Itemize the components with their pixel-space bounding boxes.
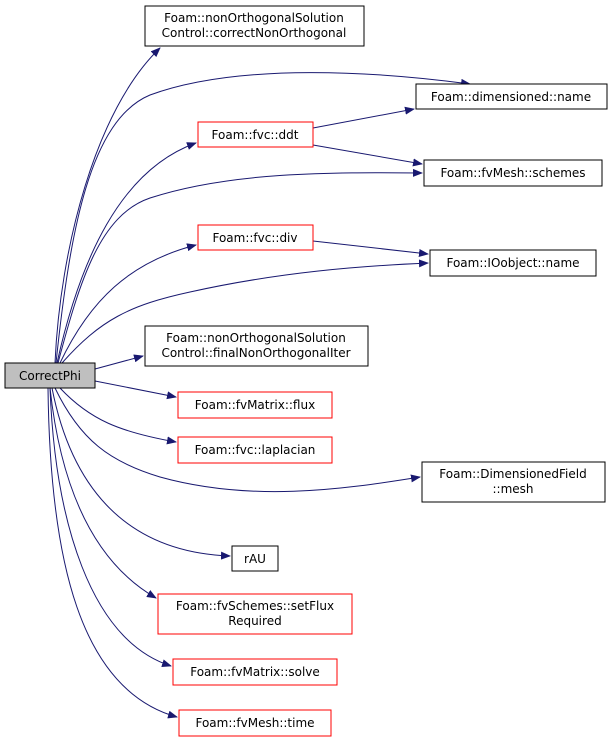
edge-correctphi-fvmesh-time	[47, 387, 178, 719]
node-label: Control::correctNonOrthogonal	[162, 26, 347, 40]
node-correct-non-orthogonal[interactable]: Foam::nonOrthogonalSolution Control::cor…	[144, 5, 365, 47]
node-fvmatrix-solve[interactable]: Foam::fvMatrix::solve	[172, 658, 338, 686]
node-label: rAU	[244, 552, 266, 566]
node-label: Foam::nonOrthogonalSolution	[166, 331, 346, 345]
node-fvc-div[interactable]: Foam::fvc::div	[197, 224, 314, 251]
edge-correctphi-setfluxrequired	[49, 387, 157, 599]
node-dimensioned-name[interactable]: Foam::dimensioned::name	[415, 83, 608, 110]
edge-correctphi-fvmesh-schemes	[57, 168, 423, 364]
node-dimensionedfield-mesh[interactable]: Foam::DimensionedField ::mesh	[421, 461, 606, 503]
edge-correctphi-dimensioned-name	[55, 72, 471, 364]
node-label: Foam::fvSchemes::setFlux	[176, 599, 334, 613]
node-label: Foam::dimensioned::name	[431, 90, 591, 104]
edge-correctphi-fvc-laplacian	[59, 387, 177, 445]
edge-ddt-fvmesh-schemes	[312, 144, 423, 167]
node-label: Foam::fvMatrix::flux	[195, 398, 315, 412]
node-label: Required	[228, 614, 281, 628]
edge-correctphi-fvc-ddt	[56, 142, 197, 364]
node-label: Foam::nonOrthogonalSolution	[164, 11, 344, 25]
node-label: Control::finalNonOrthogonalIter	[161, 346, 350, 360]
node-fvmesh-schemes[interactable]: Foam::fvMesh::schemes	[423, 159, 603, 187]
node-label: ::mesh	[492, 482, 533, 496]
node-label: Foam::fvMatrix::solve	[190, 665, 320, 679]
edge-correctphi-rau	[51, 387, 231, 560]
edge-ddt-dimensioned-name	[312, 106, 415, 129]
edges	[47, 47, 471, 719]
node-set-flux-required[interactable]: Foam::fvSchemes::setFlux Required	[157, 593, 353, 635]
node-label: Foam::fvc::ddt	[212, 128, 299, 142]
edge-correctphi-fvmatrix-solve	[49, 387, 172, 668]
edge-correctphi-fvc-div	[59, 243, 197, 364]
node-fvmesh-time[interactable]: Foam::fvMesh::time	[178, 709, 332, 737]
node-label: Foam::fvMesh::schemes	[440, 166, 585, 180]
edge-correctphi-correctnonorthogonal	[54, 47, 161, 364]
node-final-non-orthogonal-iter[interactable]: Foam::nonOrthogonalSolution Control::fin…	[144, 325, 369, 367]
node-fvmatrix-flux[interactable]: Foam::fvMatrix::flux	[177, 391, 333, 419]
edge-correctphi-dimensionedfield-mesh	[54, 387, 421, 493]
edge-div-ioobject-name	[312, 240, 429, 257]
node-label: Foam::fvc::laplacian	[195, 443, 316, 457]
node-label: Foam::DimensionedField	[439, 467, 586, 481]
edge-correctphi-ioobject-name	[61, 259, 429, 364]
node-label: CorrectPhi	[19, 369, 81, 383]
node-fvc-laplacian[interactable]: Foam::fvc::laplacian	[177, 436, 333, 464]
node-label: Foam::fvc::div	[212, 231, 297, 245]
edge-correctphi-finalnonorthogonaliter	[94, 354, 144, 370]
node-correctphi[interactable]: CorrectPhi	[4, 362, 96, 389]
node-fvc-ddt[interactable]: Foam::fvc::ddt	[197, 121, 314, 148]
node-rau[interactable]: rAU	[231, 545, 279, 572]
node-ioobject-name[interactable]: Foam::IOobject::name	[429, 249, 597, 277]
node-label: Foam::fvMesh::time	[195, 716, 314, 730]
edge-correctphi-fvmatrix-flux	[94, 380, 177, 400]
node-label: Foam::IOobject::name	[446, 256, 579, 270]
